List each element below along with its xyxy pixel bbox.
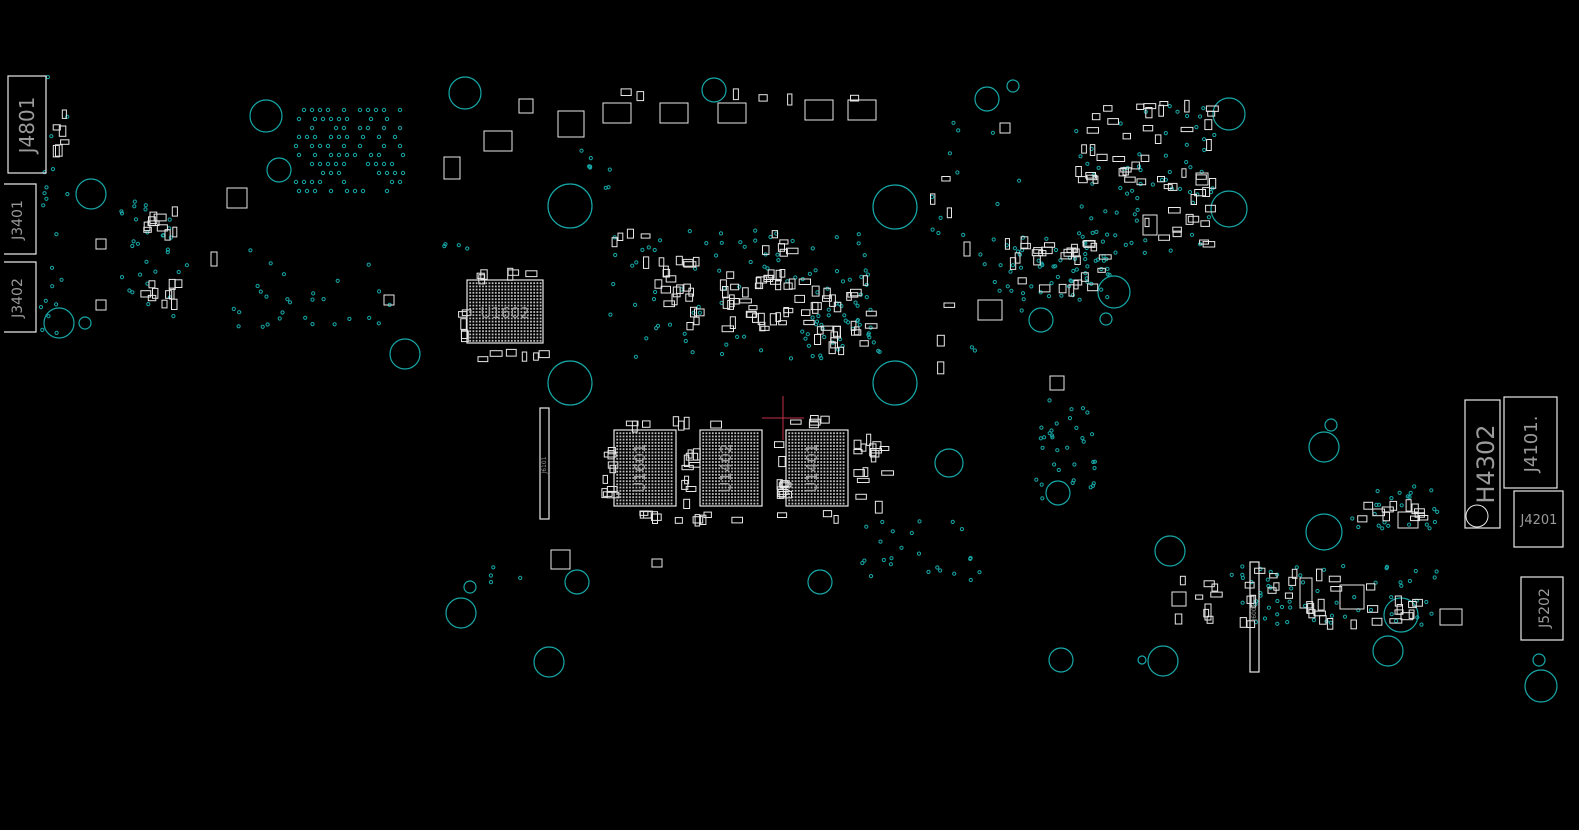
label-j3402: J3402 [10,278,26,319]
small-components [52,88,1463,630]
chip-u1601[interactable]: U1601 [613,429,677,507]
connector-j4201[interactable]: J4201 [1513,490,1564,548]
via-field [38,75,1440,627]
label-h4302: H4302 [1472,424,1500,503]
connector-j6001[interactable]: J6001 [1249,561,1260,673]
connector-j3401[interactable]: J3401 [4,183,37,255]
label-j4801: J4801 [15,97,39,156]
label-j6101: J6101 [541,456,548,474]
label-u1601: U1601 [631,443,649,492]
label-j4101: J4101. [1521,416,1542,474]
label-u1401: U1401 [803,443,821,492]
connector-h4302[interactable]: H4302 [1464,399,1501,529]
label-j4201: J4201 [1520,513,1558,528]
label-u1402: U1402 [717,443,735,492]
label-u1602: U1602 [480,304,529,322]
mounting-holes [43,76,1558,703]
connector-j6101[interactable]: J6101 [539,407,550,520]
label-j3401: J3401 [10,200,26,241]
connector-j4101[interactable]: J4101. [1503,396,1558,489]
label-j6001: J6001 [1251,603,1258,621]
chip-u1602[interactable]: U1602 [466,279,544,344]
chip-u1402[interactable]: U1402 [699,429,763,507]
connector-j4801[interactable]: J4801 [7,75,47,174]
connector-j3402[interactable]: J3402 [4,261,37,333]
label-j5202: J5202 [1537,588,1553,629]
crosshair-cursor-icon [762,396,804,440]
chip-u1401[interactable]: U1401 [785,429,849,507]
connector-j5202[interactable]: J5202 [1520,576,1564,641]
